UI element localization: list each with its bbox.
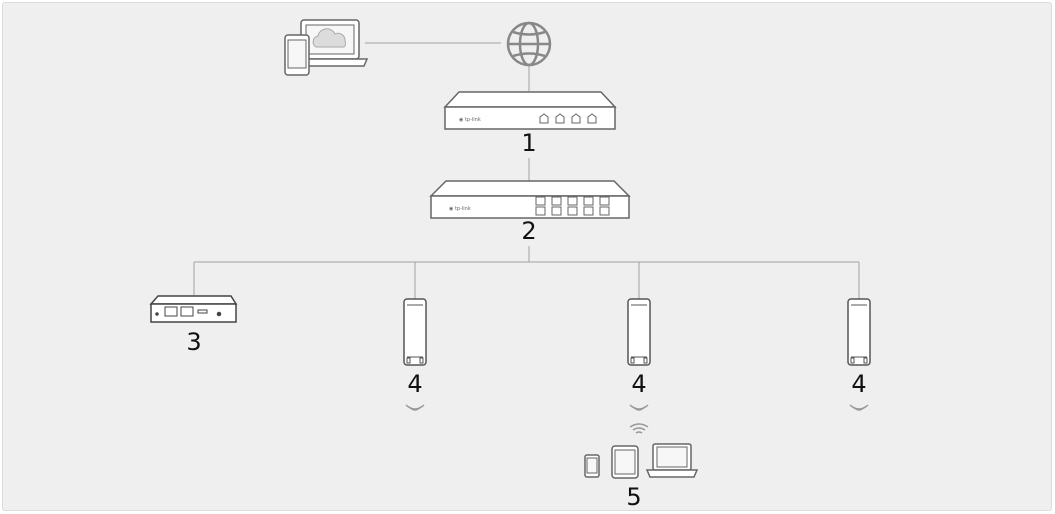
smartphone-icon (585, 455, 599, 477)
tablet-icon (612, 446, 638, 478)
hardware-controller-icon (151, 296, 236, 322)
router-icon (445, 92, 615, 129)
controller-number-label: 3 (186, 328, 201, 356)
clients-number-label: 5 (626, 483, 641, 511)
diagram-canvas: ◉ tp-link 1 ◉ tp-link 2 3 4 (3, 3, 1052, 511)
switch-brand-logo: ◉ tp-link (449, 206, 471, 212)
access-point-icon (628, 299, 650, 365)
wifi-signal-icon (850, 405, 868, 410)
connection-lines (194, 43, 859, 299)
ap-left-number-label: 4 (407, 370, 422, 398)
ap-middle-number-label: 4 (631, 370, 646, 398)
switch-number-label: 2 (521, 217, 536, 245)
laptop-icon (647, 444, 697, 477)
wifi-signal-icon (630, 405, 648, 410)
cloud-management-devices-icon (285, 20, 367, 75)
switch-icon (431, 181, 629, 218)
internet-globe-icon (508, 23, 550, 65)
access-point-icon (404, 299, 426, 365)
router-number-label: 1 (521, 129, 536, 157)
ap-right-number-label: 4 (851, 370, 866, 398)
access-point-icon (848, 299, 870, 365)
wifi-signal-icon (630, 424, 648, 433)
wifi-signal-icon (406, 405, 424, 410)
router-brand-logo: ◉ tp-link (459, 117, 481, 123)
